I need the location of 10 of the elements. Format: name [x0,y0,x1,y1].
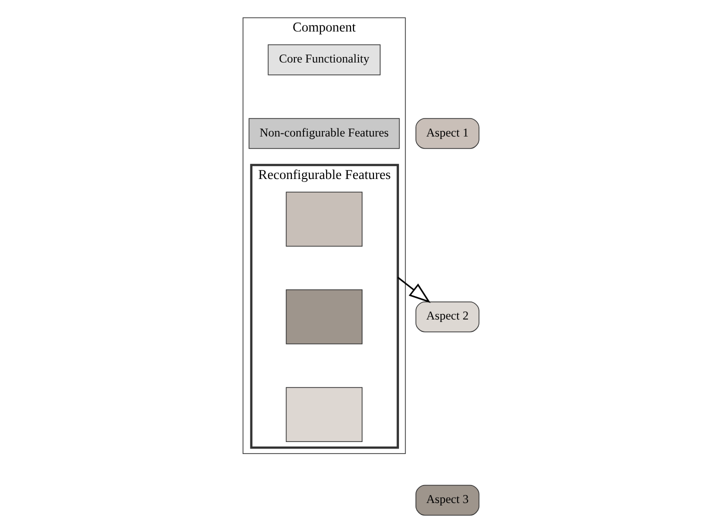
node-box: Non-configurable Features [248,118,400,149]
node-box [285,387,362,442]
node-box: Core Functionality [267,44,380,76]
node-box: Aspect 2 [415,301,479,332]
node-box: Aspect 3 [415,484,479,516]
node-box [285,192,362,247]
arrow [396,276,430,303]
node-box: Aspect 1 [415,118,479,149]
cluster: Reconfigurable Features [250,164,398,449]
node-box [285,289,362,344]
